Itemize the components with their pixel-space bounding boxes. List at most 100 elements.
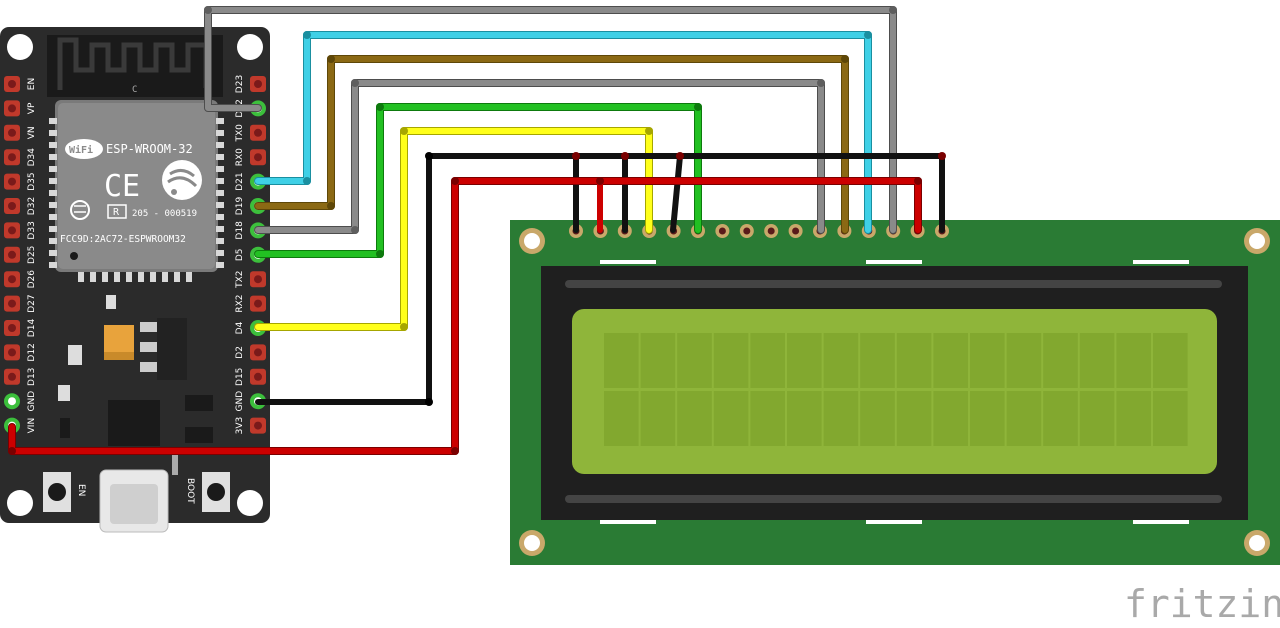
transistor — [185, 395, 213, 411]
module-pad — [216, 262, 224, 268]
lcd-cell — [750, 391, 785, 446]
fritzing-watermark: fritzing — [1124, 582, 1280, 626]
pin-label-right: D23 — [235, 75, 245, 93]
lcd-cell — [750, 333, 785, 388]
lcd-cell — [1079, 391, 1115, 446]
module-pad — [49, 226, 57, 232]
module-pad — [49, 250, 57, 256]
module-pad — [150, 272, 156, 282]
pin-label-right: D4 — [235, 321, 245, 334]
pin-hole — [254, 421, 262, 430]
lcd-pin-hole — [718, 227, 726, 235]
fcc-logo-icon — [70, 200, 90, 220]
pin-label-right: RX2 — [235, 295, 245, 313]
lcd-cell — [640, 391, 676, 446]
lcd-cell — [970, 333, 1005, 388]
module-pad — [49, 166, 57, 172]
lcd-pin-hole — [767, 227, 775, 235]
pin-label-left: D25 — [27, 246, 37, 264]
r-code: 205 - 000519 — [132, 209, 197, 219]
lcd-cell — [896, 391, 932, 446]
module-pad — [216, 250, 224, 256]
lcd-cell — [1006, 391, 1042, 446]
pin-hole — [8, 153, 16, 162]
module-pad — [78, 272, 84, 282]
module-pad — [216, 118, 224, 124]
pin-label-left: D13 — [27, 368, 37, 386]
pin-label-left: D35 — [27, 172, 37, 190]
lcd-cell — [1006, 333, 1042, 388]
module-pad — [216, 178, 224, 184]
module-pad — [49, 154, 57, 160]
lcd-cell — [713, 333, 749, 388]
pin-label-right: D5 — [235, 248, 245, 261]
antenna-letter: C — [132, 85, 137, 95]
pin-label-left: D32 — [27, 197, 37, 215]
lcd-cell — [604, 391, 639, 446]
pin-hole — [254, 348, 262, 357]
esp32-board: C WiFi ESP-WROOM-32 CE R 205 - 000519 FC… — [0, 27, 270, 533]
module-pads — [49, 118, 224, 282]
module-pad — [216, 154, 224, 160]
pin-label-right: D19 — [235, 197, 245, 216]
pin-hole — [8, 348, 16, 357]
pin-label-right: GND — [235, 391, 245, 412]
pin-hole — [8, 104, 16, 113]
regulator-pin — [140, 362, 157, 372]
pin-hole — [8, 226, 16, 235]
lcd-pin-hole — [743, 227, 751, 235]
boot-button[interactable] — [202, 472, 230, 512]
esp32-hole — [7, 34, 33, 60]
lcd-cell — [677, 391, 712, 446]
pin-label-right: TX0 — [235, 124, 245, 143]
en-button-label: EN — [76, 484, 86, 496]
pin-hole — [254, 128, 262, 137]
usb-uart-chip — [108, 400, 160, 446]
diode — [60, 418, 70, 438]
lcd-cell — [970, 391, 1005, 446]
lcd-cell — [1116, 333, 1151, 388]
pin-label-left: VP — [27, 102, 37, 114]
module-pad — [49, 190, 57, 196]
lcd-cell — [787, 333, 822, 388]
lcd-cell — [604, 333, 639, 388]
micro-usb-port[interactable] — [99, 469, 169, 533]
en-button[interactable] — [43, 472, 71, 512]
module-pad — [186, 272, 192, 282]
pin-hole — [254, 299, 262, 308]
regulator-pin — [140, 322, 157, 332]
module-pad — [216, 190, 224, 196]
pin-label-right: D18 — [235, 221, 245, 240]
module-pad — [216, 142, 224, 148]
antenna-trace-icon — [57, 37, 209, 90]
module-pad — [49, 262, 57, 268]
module-pad — [216, 130, 224, 136]
ce-mark: CE — [104, 169, 140, 204]
pin-hole — [254, 153, 262, 162]
lcd-cell — [823, 391, 859, 446]
lcd-character-grid — [604, 333, 1188, 446]
r-mark-box — [107, 204, 127, 219]
pin-label-right: TX2 — [235, 271, 245, 289]
pin-label-left: D14 — [27, 319, 37, 338]
lcd-cell — [677, 333, 712, 388]
module-pad — [49, 214, 57, 220]
lcd-cell — [860, 391, 895, 446]
module-pad — [90, 272, 96, 282]
module-pad — [49, 202, 57, 208]
esp32-hole — [237, 490, 263, 516]
module-pad — [162, 272, 168, 282]
pin-hole — [254, 80, 262, 88]
lcd-cell — [896, 333, 932, 388]
module-pad — [216, 214, 224, 220]
module-pad — [126, 272, 132, 282]
module-pad — [114, 272, 120, 282]
module-pad — [49, 142, 57, 148]
esp32-hole — [237, 34, 263, 60]
lcd-bezel-bottom-bar — [565, 495, 1222, 503]
pin-hole — [8, 372, 16, 381]
module-pad — [216, 202, 224, 208]
wifi-logo-icon: WiFi — [65, 139, 103, 159]
module-pad — [216, 238, 224, 244]
